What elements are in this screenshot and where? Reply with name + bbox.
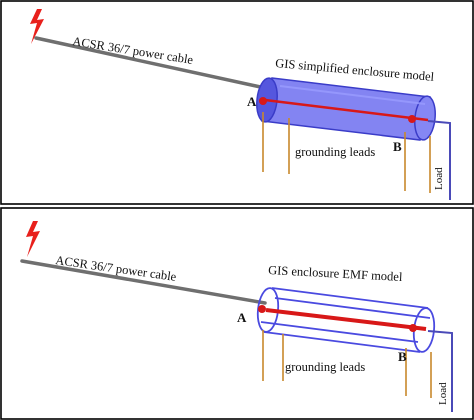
lightning-icon [26,221,40,257]
enclosure-label: GIS simplified enclosure model [275,56,435,84]
grounding-leads [262,112,431,193]
cable-label: ACSR 36/7 power cable [55,253,178,284]
panel-simplified-model: ACSR 36/7 power cable GIS simplified enc… [0,0,474,205]
enclosure-label: GIS enclosure EMF model [268,263,403,284]
inner-conductor [265,308,427,331]
point-b-label: B [398,349,407,364]
grounding-label: grounding leads [295,145,375,159]
power-cable [20,259,267,305]
grounding-leads [262,330,432,398]
panel-emf-model: ACSR 36/7 power cable GIS enclosure EMF … [0,207,474,420]
load-label: Load [433,167,445,190]
load-label: Load [437,382,449,405]
grounding-label: grounding leads [285,360,365,374]
point-b-label: B [393,139,402,154]
point-b-marker [409,324,417,332]
lightning-icon [30,9,44,44]
panel-border [0,207,474,420]
power-cable [34,36,267,90]
cable-label: ACSR 36/7 power cable [72,34,195,67]
load-lead [427,120,451,200]
point-a-marker [258,305,266,313]
inner-conductor [264,98,429,122]
panel-border [0,0,474,205]
point-a-label: A [237,310,247,325]
point-a-label: A [247,94,257,109]
point-b-marker [408,115,416,123]
point-a-marker [259,97,267,105]
load-lead [427,330,453,412]
